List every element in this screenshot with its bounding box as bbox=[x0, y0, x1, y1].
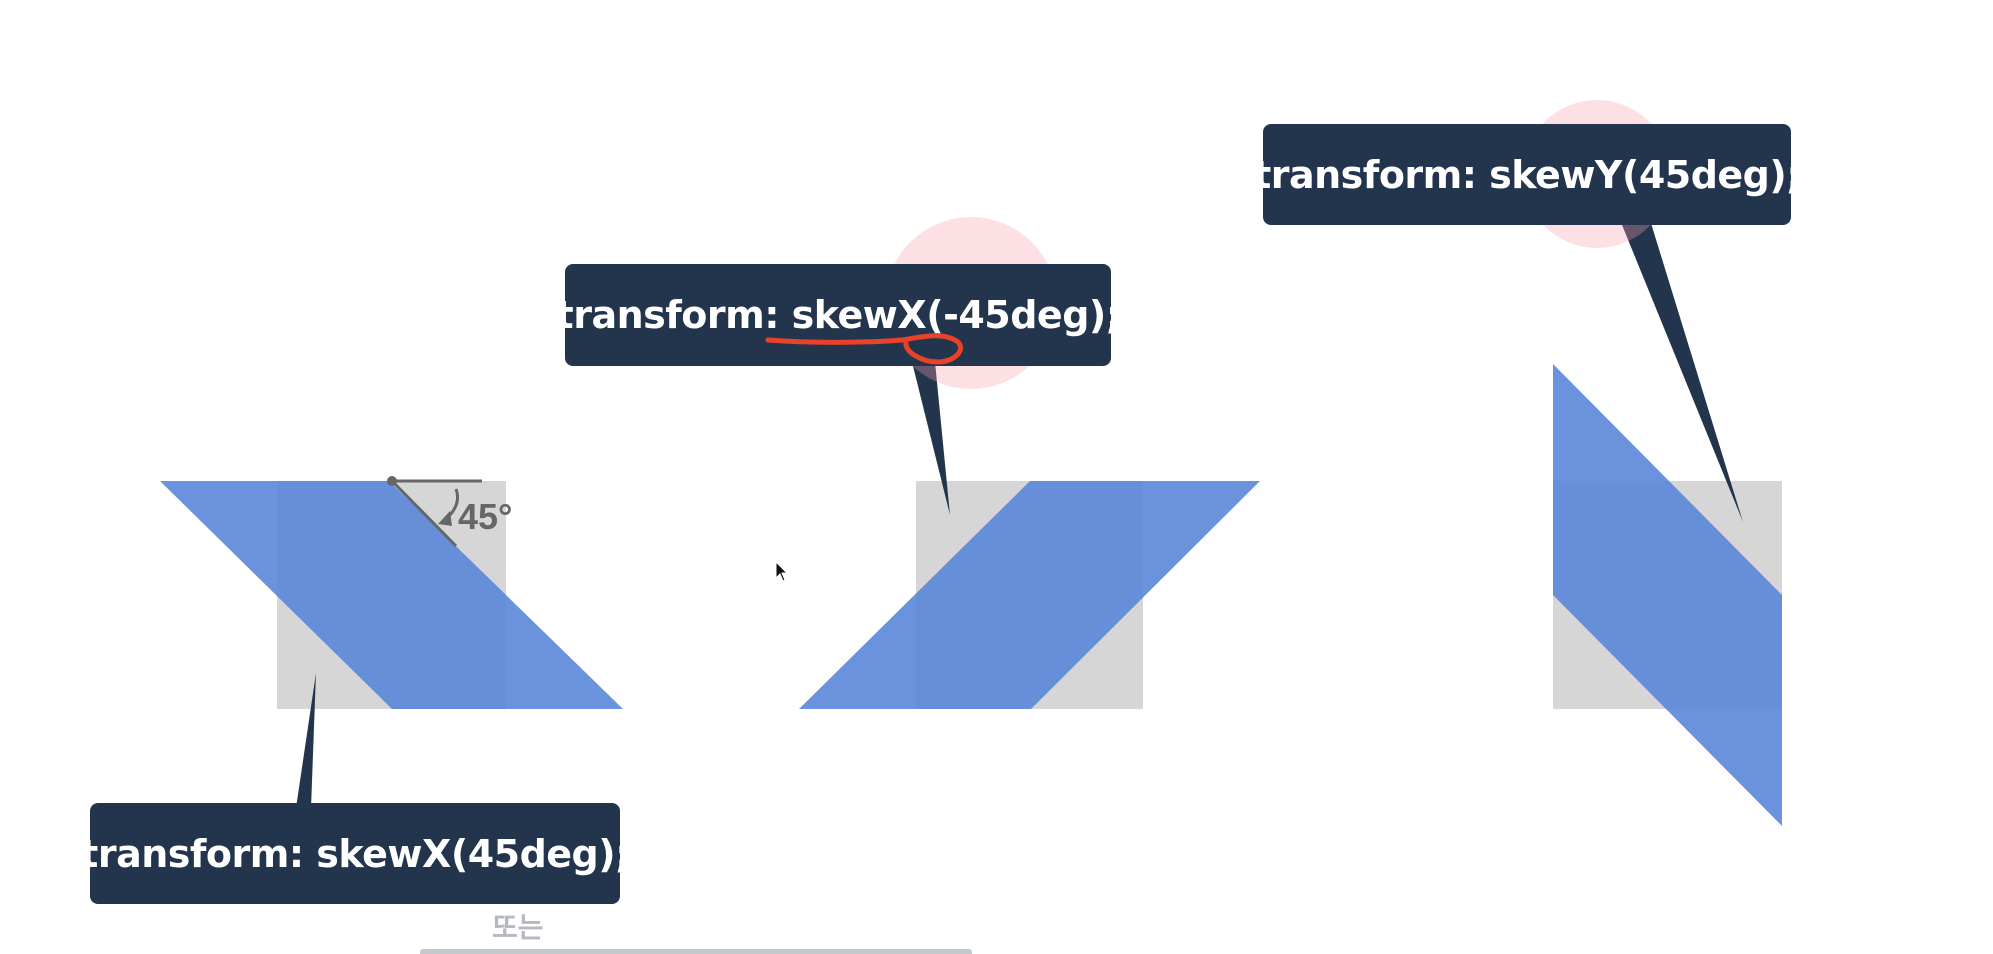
skewy-45-diagram bbox=[1553, 220, 1782, 826]
angle-label: 45° bbox=[458, 496, 512, 537]
code-text: transform: skewX(45deg); bbox=[80, 831, 630, 876]
code-text: transform: skewY(45deg); bbox=[1253, 152, 1801, 197]
alternative-label: 또는 bbox=[492, 911, 544, 944]
mouse-cursor-icon bbox=[775, 561, 789, 582]
skewed-shape bbox=[1553, 364, 1782, 826]
angle-skew-line bbox=[390, 479, 458, 548]
next-content-edge bbox=[420, 949, 972, 954]
skewed-shape bbox=[799, 481, 1260, 709]
skewx-45-code-label: transform: skewX(45deg); bbox=[80, 803, 630, 904]
callout-pointer bbox=[296, 673, 316, 808]
skewx-45-diagram: 45° bbox=[160, 476, 623, 808]
skewx-neg45-code-label: transform: skewX(-45deg); bbox=[556, 264, 1121, 366]
callout-pointer bbox=[912, 362, 950, 515]
code-text: transform: skewX(-45deg); bbox=[555, 293, 1121, 337]
callout-pointer bbox=[1620, 220, 1743, 522]
skewx-neg45-diagram bbox=[799, 362, 1260, 709]
angle-vertex-dot bbox=[387, 476, 397, 486]
skewy-45-code-label: transform: skewY(45deg); bbox=[1253, 124, 1801, 225]
skewed-shape bbox=[160, 481, 623, 709]
angle-arrow-head bbox=[438, 511, 452, 526]
